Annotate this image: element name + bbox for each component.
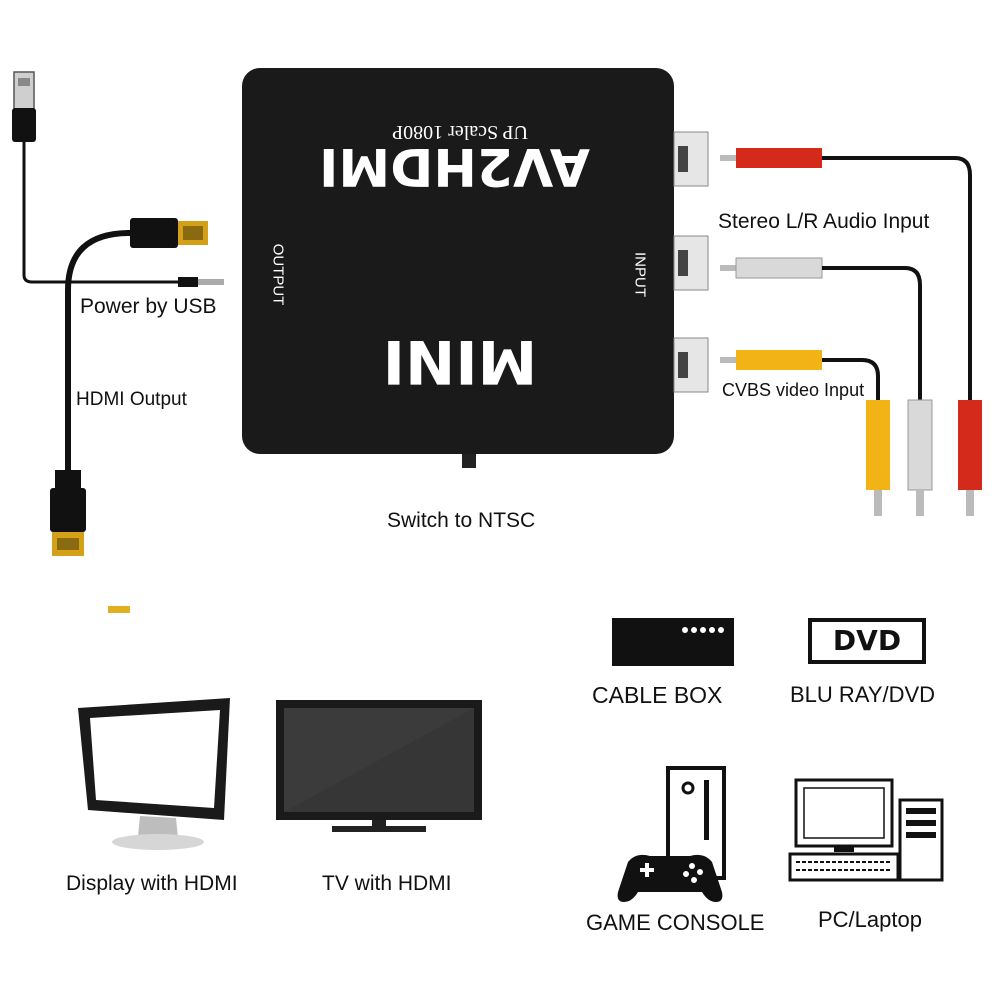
- audio-input-label: Stereo L/R Audio Input: [718, 210, 930, 233]
- pc-icon: [788, 778, 944, 882]
- monitor-icon: [78, 698, 230, 850]
- bluray-label: BLU RAY/DVD: [790, 682, 936, 707]
- input-side-label: INPUT: [631, 252, 649, 297]
- dvd-logo-text: DVD: [832, 624, 902, 657]
- white-cable: [822, 266, 922, 400]
- display-label: Display with HDMI: [66, 872, 238, 895]
- rca-plug-yellow: [720, 350, 822, 370]
- converter-body: [242, 68, 674, 454]
- game-console-label: GAME CONSOLE: [586, 910, 765, 935]
- device-model: MINI: [382, 326, 538, 396]
- cable-box-icon: [612, 618, 734, 666]
- usb-cable: [22, 142, 180, 284]
- device-subtitle: UP Scaler 1080P: [392, 121, 528, 143]
- rca-plug-white-end: [907, 399, 933, 516]
- tv-icon: [276, 700, 482, 832]
- rca-jack-bottom: [673, 337, 709, 393]
- gamepad-icon: [617, 854, 723, 902]
- hdmi-cable: [65, 230, 131, 470]
- rca-plug-red-end: [958, 400, 982, 516]
- power-label: Power by USB: [80, 295, 217, 318]
- rca-plug-white: [720, 257, 823, 279]
- hdmi-plug-bottom-icon: [50, 470, 86, 556]
- red-cable: [822, 156, 972, 400]
- rca-jack-middle: [673, 235, 709, 291]
- rca-jack-top: [673, 131, 709, 187]
- usb-plug-icon: [12, 71, 36, 142]
- decorative-mark: [108, 606, 130, 613]
- tv-label: TV with HDMI: [322, 872, 452, 895]
- hdmi-plug-top-icon: [130, 218, 208, 248]
- pc-label: PC/Laptop: [818, 907, 922, 932]
- output-side-label: OUTPUT: [269, 243, 287, 306]
- cable-box-label: CABLE BOX: [592, 682, 723, 708]
- switch-label: Switch to NTSC: [387, 509, 536, 532]
- dvd-logo: DVD: [808, 618, 926, 664]
- rca-plug-red: [720, 148, 822, 168]
- ntsc-switch: [462, 454, 476, 468]
- rca-plug-yellow-end: [866, 400, 890, 516]
- video-input-label: CVBS video Input: [722, 380, 865, 400]
- device-brand: AV2HDMI: [319, 136, 590, 196]
- dc-plug-icon: [178, 277, 224, 287]
- hdmi-output-label: HDMI Output: [76, 389, 187, 410]
- yellow-cable: [822, 358, 880, 400]
